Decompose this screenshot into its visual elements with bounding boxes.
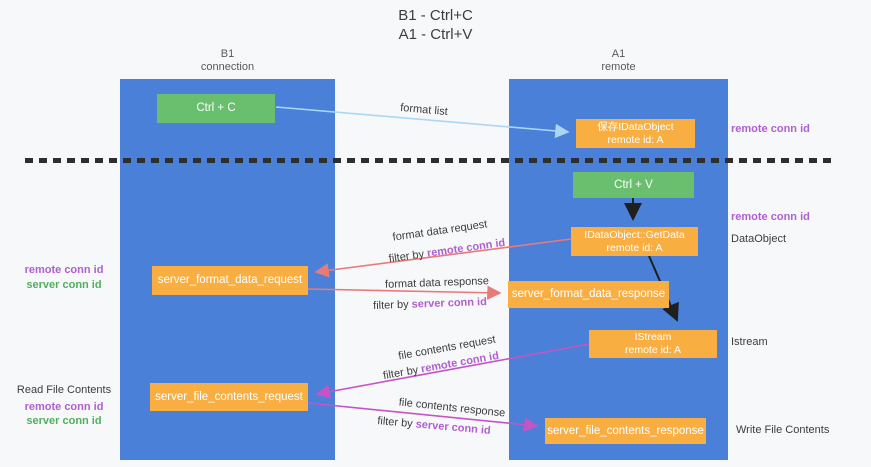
left-remote-conn-id-label-1: remote conn id <box>24 264 104 276</box>
left-server-conn-id-label-1: server conn id <box>26 279 102 291</box>
read-file-contents-label: Read File Contents <box>16 384 112 396</box>
node-ctrl-c-label: Ctrl + C <box>196 102 236 114</box>
diagram-title-line1: B1 - Ctrl+C <box>398 7 473 24</box>
right-remote-conn-id-label-1: remote conn id <box>731 123 810 135</box>
node-save-idataobject-line1: 保存IDataObject <box>597 120 674 133</box>
server-conn-id-keyword: server conn id <box>415 418 492 437</box>
node-save-idataobject-line2: remote id: A <box>607 133 664 146</box>
format-data-response-filter-label: filter by server conn id <box>373 296 487 312</box>
right-column-role: remote <box>601 61 636 73</box>
node-server-file-contents-request: server_file_contents_request <box>150 383 308 411</box>
left-server-conn-id-label-2: server conn id <box>26 415 102 427</box>
dashed-divider <box>25 158 837 163</box>
remote-conn-id-keyword: remote conn id <box>426 236 506 260</box>
left-column-name: B1 <box>220 48 235 60</box>
file-contents-response-filter-label: filter by server conn id <box>377 415 491 437</box>
node-ctrl-c: Ctrl + C <box>157 94 275 123</box>
node-idataobject-getdata: IDataObject::GetData remote id: A <box>571 227 698 256</box>
node-istream: IStream remote id: A <box>589 330 717 358</box>
format-data-response-label: format data response <box>384 275 490 291</box>
node-ctrl-v: Ctrl + V <box>573 172 694 198</box>
node-server-format-data-response: server_format_data_response <box>508 281 669 308</box>
format-data-request-label: format data request <box>391 218 489 244</box>
node-server-file-contents-response-label: server_file_contents_response <box>547 424 704 437</box>
right-remote-conn-id-label-2: remote conn id <box>731 211 810 223</box>
diagram-title: B1 - Ctrl+C A1 - Ctrl+V <box>0 6 871 44</box>
filter-by-text: filter by <box>376 415 417 431</box>
node-istream-line1: IStream <box>634 331 672 343</box>
diagram-title-line2: A1 - Ctrl+V <box>398 26 473 43</box>
node-idataobject-getdata-line1: IDataObject::GetData <box>584 228 685 241</box>
format-list-label: format list <box>399 101 449 119</box>
filter-by-text: filter by <box>388 247 428 266</box>
node-ctrl-v-label: Ctrl + V <box>614 178 653 191</box>
node-server-file-contents-response: server_file_contents_response <box>545 418 706 444</box>
server-conn-id-keyword: server conn id <box>411 296 488 311</box>
istream-side-label: Istream <box>731 336 768 348</box>
right-column-header: A1 remote <box>509 48 728 74</box>
left-column-role: connection <box>200 61 255 73</box>
node-server-file-contents-request-label: server_file_contents_request <box>155 390 303 403</box>
node-server-format-data-response-label: server_format_data_response <box>511 288 666 300</box>
file-contents-response-label: file contents response <box>398 396 506 420</box>
left-column-header: B1 connection <box>120 48 335 74</box>
node-idataobject-getdata-line2: remote id: A <box>606 241 663 254</box>
dataobject-label: DataObject <box>731 233 787 245</box>
node-istream-line2: remote id: A <box>624 344 682 356</box>
node-save-idataobject: 保存IDataObject remote id: A <box>576 119 695 148</box>
left-remote-conn-id-label-2: remote conn id <box>24 401 104 413</box>
filter-by-text: filter by <box>382 363 423 383</box>
filter-by-text: filter by <box>372 298 412 312</box>
right-column-name: A1 <box>611 48 626 60</box>
write-file-contents-label: Write File Contents <box>736 424 830 436</box>
node-server-format-data-request-label: server_format_data_request <box>157 274 303 286</box>
node-server-format-data-request: server_format_data_request <box>152 266 308 295</box>
